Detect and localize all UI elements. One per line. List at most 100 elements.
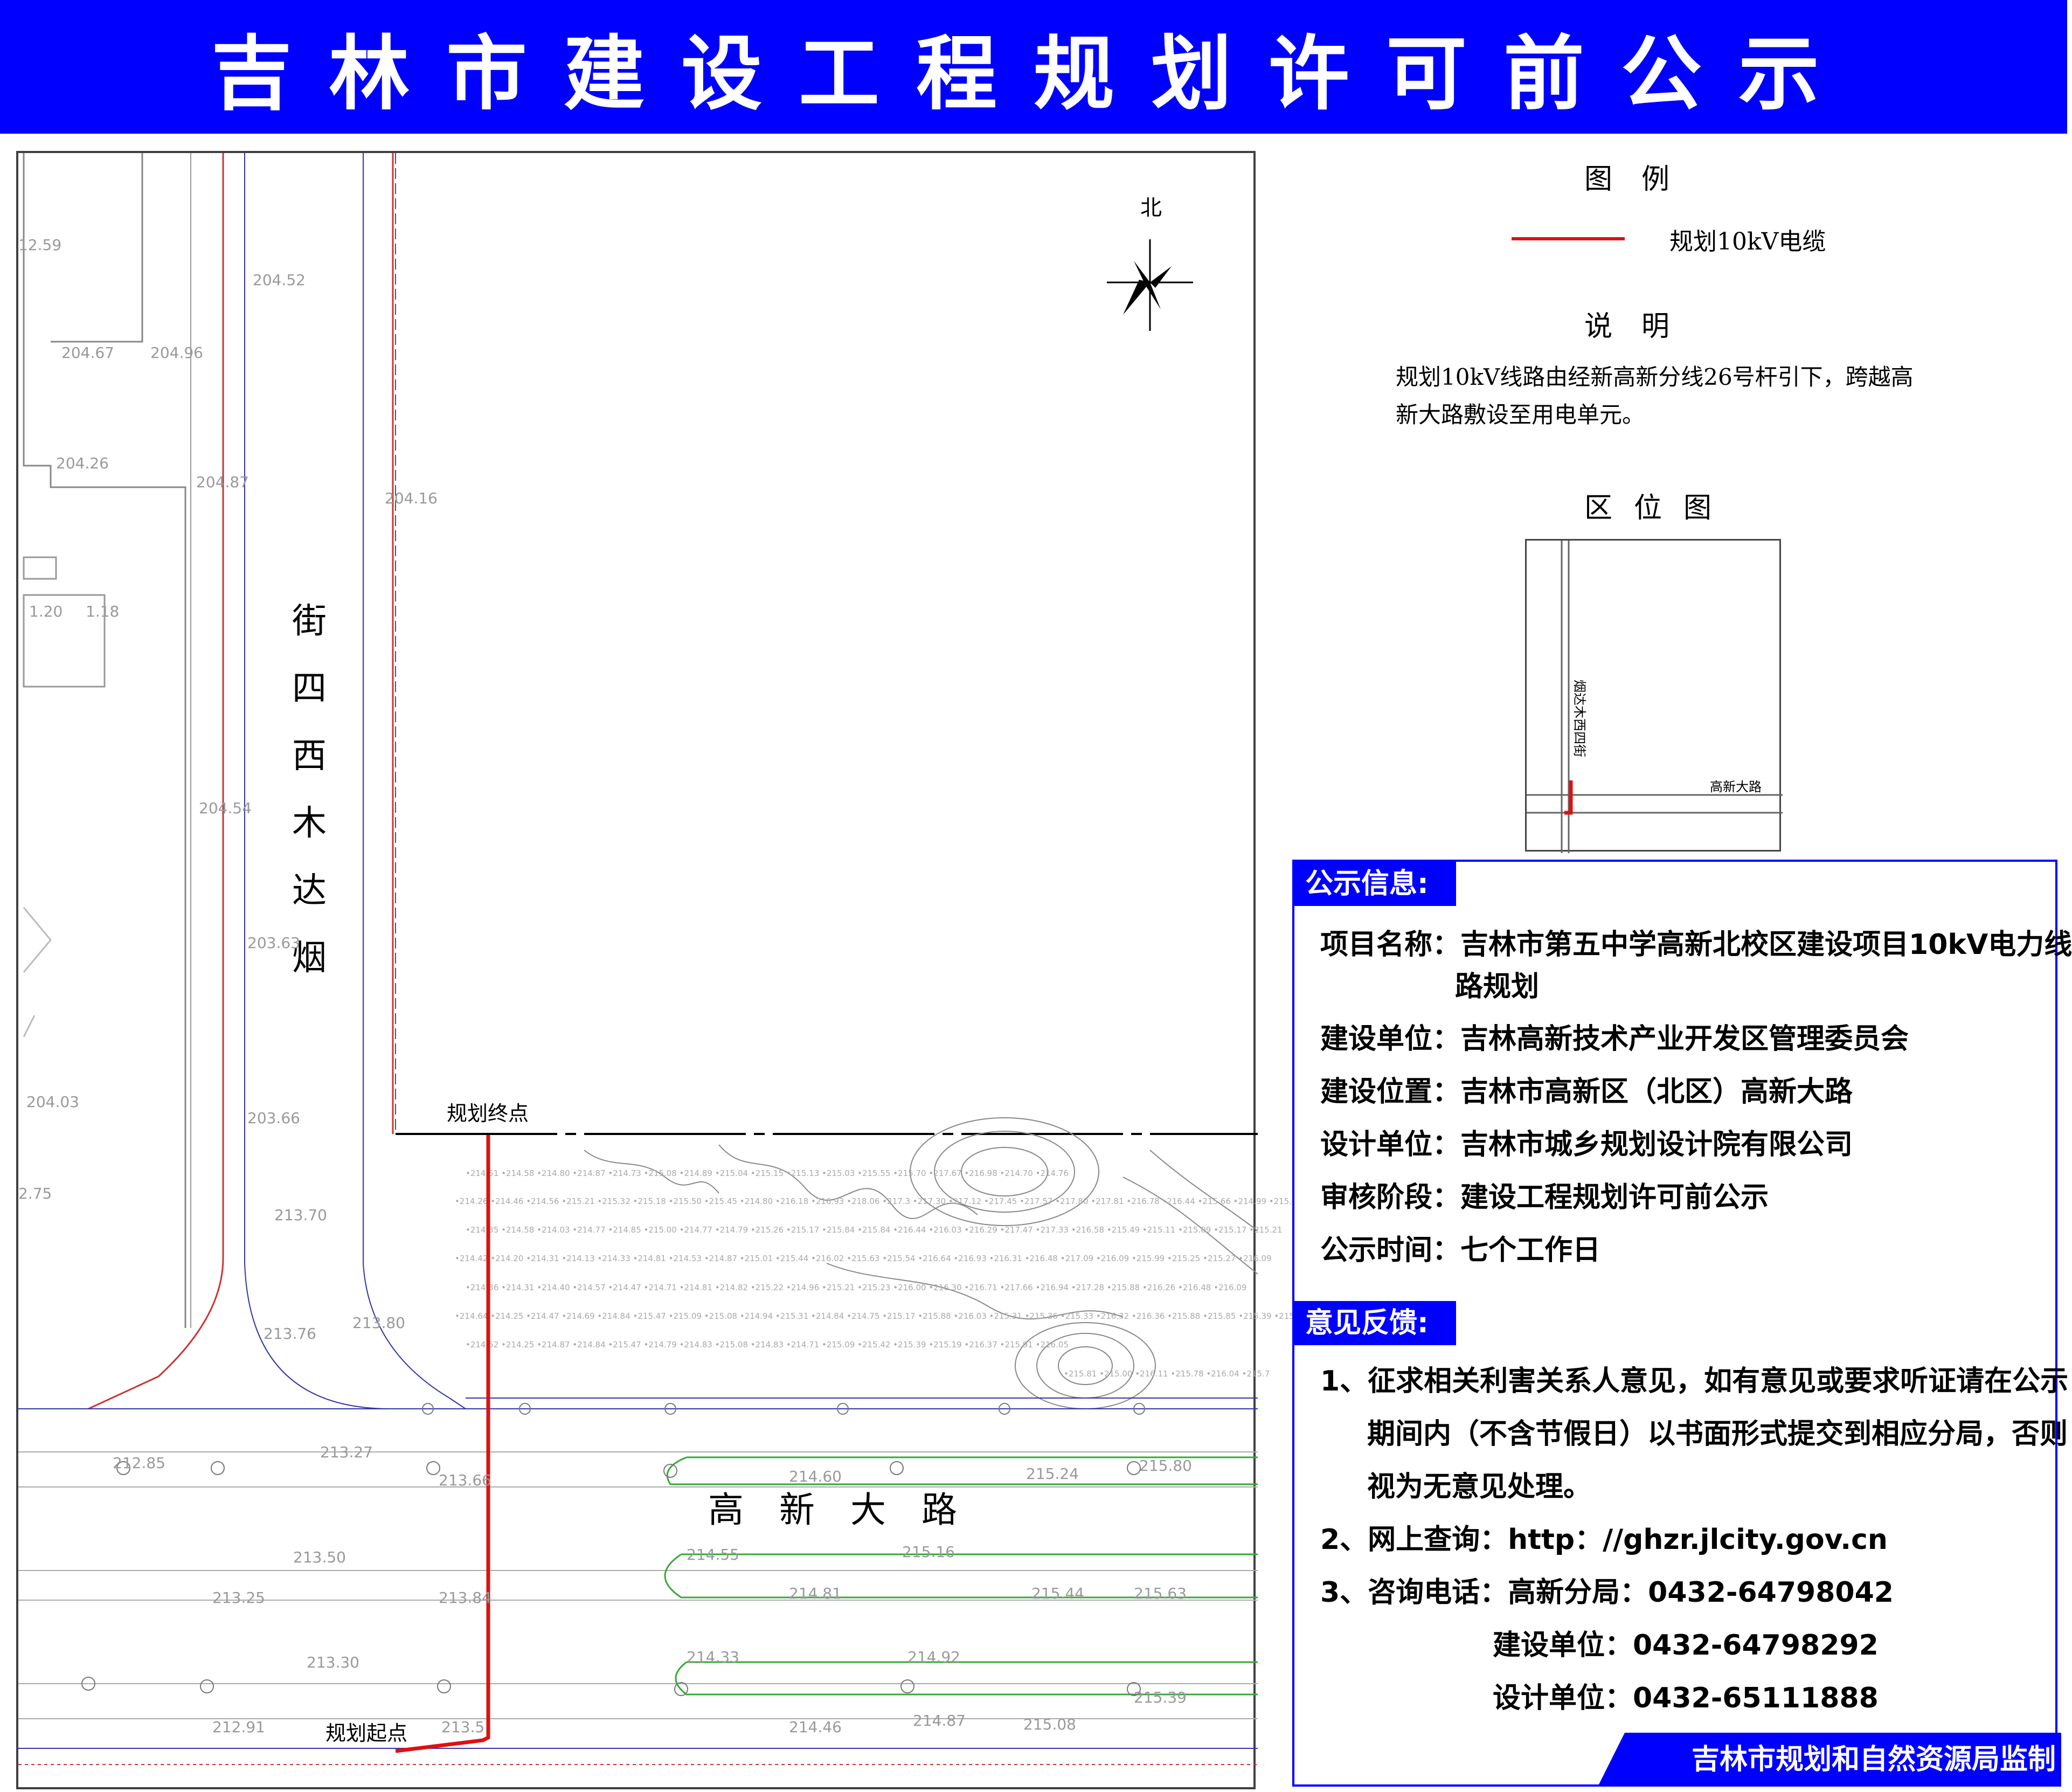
elevation: 213.25	[212, 1589, 265, 1607]
street-char-2: 达	[292, 871, 327, 911]
main-road-name: 高 新 大 路	[708, 1489, 957, 1531]
street-char-6: 街	[292, 601, 327, 641]
elevation: 203.66	[247, 1109, 300, 1127]
elevation: 213.84	[439, 1589, 491, 1607]
north-label: 北	[1140, 196, 1162, 220]
elevation: 215.08	[1023, 1715, 1076, 1733]
feedback-item-3: 3、咨询电话：高新分局：0432-64798042	[1320, 1576, 1894, 1609]
start-point-label: 规划起点	[325, 1721, 407, 1745]
notes-text: 规划10kV线路由经新高新分线26号杆引下，跨越高新大路敷设至用电单元。	[1396, 364, 1914, 428]
svg-text:•214.26 •214.46 •214.56 •215.2: •214.26 •214.46 •214.56 •215.21 •215.32 …	[455, 1196, 1373, 1206]
location-map-heading: 区位图	[1584, 492, 1734, 524]
row-key: 建设位置：	[1320, 1076, 1461, 1108]
row-key: 公示时间：	[1320, 1234, 1461, 1267]
feedback-item-1-cont: 期间内（不含节假日）以书面形式提交到相应分局，否则	[1367, 1418, 2068, 1450]
page-title: 吉林市建设工程规划许可前公示	[211, 27, 1856, 121]
main-road	[18, 1397, 1258, 1765]
feedback-tag-text: 意见反馈:	[1305, 1307, 1429, 1339]
legend-heading: 图例	[1584, 163, 1699, 196]
elevation: 213.50	[293, 1548, 346, 1566]
vertical-street	[88, 153, 466, 1410]
feedback-tag: 意见反馈:	[1294, 1301, 1456, 1345]
elevation: 215.16	[902, 1543, 955, 1561]
legend-cable-swatch	[1512, 237, 1625, 240]
elevation: 213.30	[307, 1653, 359, 1671]
elevation: 215.24	[1026, 1465, 1079, 1483]
street-char-4: 西	[292, 736, 327, 776]
elevation: 213.27	[320, 1443, 373, 1461]
location-row: 建设位置：吉林市高新区（北区）高新大路	[1320, 1071, 1853, 1113]
feedback-phone-builder: 建设单位：0432-64798292	[1493, 1629, 1879, 1662]
feedback-item-2: 2、网上查询：http：//ghzr.jlcity.gov.cn	[1320, 1524, 1888, 1556]
elevation: 1.18	[86, 603, 119, 620]
north-arrow	[1107, 239, 1193, 331]
elevation: 204.26	[56, 454, 109, 472]
elevation: 204.96	[150, 344, 203, 362]
builder-row: 建设单位：吉林高新技术产业开发区管理委员会	[1320, 1018, 1909, 1060]
survey-points: •214.51 •214.58 •214.80 •214.87 •214.73 …	[455, 1168, 1373, 1379]
inset-road-label: 高新大路	[1710, 779, 1762, 794]
elevation-readings: 12.59 204.52 204.67 204.96 204.26 204.87…	[18, 236, 1192, 1736]
row-value: 吉林市高新区（北区）高新大路	[1460, 1076, 1853, 1108]
elevation: 204.87	[196, 473, 249, 491]
elevation: 213.70	[274, 1206, 327, 1224]
elevation: 215.80	[1139, 1457, 1192, 1475]
row-value: 建设工程规划许可前公示	[1460, 1181, 1769, 1214]
vertical-street-name: 街 四 西 木 达 烟	[292, 601, 327, 978]
title-banner: 吉林市建设工程规划许可前公示	[0, 0, 2067, 134]
street-char-5: 四	[292, 669, 327, 709]
notice-info-panel: 公示信息: 项目名称：吉林市第五中学高新北校区建设项目10kV电力线 路规划 建…	[1292, 860, 2072, 1787]
elevation: 213.5	[441, 1718, 484, 1736]
supervisor-footer: 吉林市规划和自然资源局监制	[1598, 1733, 2061, 1787]
feedback-item-1-cont2: 视为无意见处理。	[1367, 1471, 1592, 1503]
elevation: 213.66	[439, 1471, 491, 1489]
elevation: 215.44	[1031, 1585, 1084, 1602]
building-outlines	[23, 153, 186, 1328]
elevation: 204.03	[26, 1093, 79, 1111]
elevation: 214.55	[687, 1546, 739, 1563]
elevation: 214.33	[687, 1648, 739, 1666]
street-char-3: 木	[292, 804, 327, 843]
site-plan-map: •214.51 •214.58 •214.80 •214.87 •214.73 …	[16, 151, 1373, 1789]
row-value: 吉林市第五中学高新北校区建设项目10kV电力线	[1460, 929, 2072, 961]
feedback-item-1: 1、征求相关利害关系人意见，如有意见或要求听证请在公示	[1320, 1365, 2069, 1397]
elevation: 204.54	[199, 799, 252, 817]
svg-text:•214.42 •214.20 •214.31 •214.1: •214.42 •214.20 •214.31 •214.13 •214.33 …	[455, 1254, 1272, 1263]
elevation: 2.75	[18, 1185, 52, 1202]
feedback-phone-designer: 设计单位：0432-65111888	[1493, 1682, 1879, 1714]
notice-period-row: 公示时间：七个工作日	[1320, 1229, 1600, 1271]
svg-text:•214.35 •214.58 •214.03 •214.7: •214.35 •214.58 •214.03 •214.77 •214.85 …	[466, 1225, 1283, 1235]
footer-shape	[1598, 1733, 2061, 1787]
street-char-1: 烟	[292, 938, 327, 978]
elevation: 203.63	[247, 934, 300, 952]
row-key: 设计单位：	[1320, 1129, 1461, 1161]
row-key: 建设单位：	[1320, 1023, 1461, 1055]
row-key: 项目名称：	[1320, 929, 1461, 961]
planned-cable-route	[395, 1135, 490, 1753]
supervisor-text: 吉林市规划和自然资源局监制	[1691, 1743, 2056, 1776]
row-value: 吉林高新技术产业开发区管理委员会	[1460, 1023, 1909, 1055]
info-tag-text: 公示信息:	[1305, 868, 1429, 900]
elevation: 12.59	[18, 236, 61, 254]
svg-text:•215.81 •215.00 •216.11 •215.7: •215.81 •215.00 •216.11 •215.78 •216.04 …	[1064, 1369, 1270, 1379]
location-inset-map: 烟达木西四街 高新大路	[1525, 539, 1783, 853]
info-tag: 公示信息:	[1294, 862, 1456, 906]
elevation: 213.76	[264, 1325, 316, 1343]
notes-heading: 说明	[1584, 310, 1699, 343]
elevation: 204.67	[61, 344, 114, 362]
contour-lines	[584, 1117, 1258, 1409]
svg-text:•214.64 •214.25 •214.47 •214.6: •214.64 •214.25 •214.47 •214.69 •214.84 …	[455, 1311, 1307, 1321]
inset-drawing: 烟达木西四街 高新大路	[1527, 541, 1783, 853]
project-name-row-cont: 路规划	[1455, 966, 1539, 1008]
svg-text:•214.36 •214.31 •214.40 •214.5: •214.36 •214.31 •214.40 •214.57 •214.47 …	[466, 1283, 1246, 1292]
inset-street-label: 烟达木西四街	[1572, 680, 1587, 757]
row-value: 吉林市城乡规划设计院有限公司	[1460, 1129, 1853, 1161]
elevation: 214.81	[789, 1585, 842, 1602]
elevation: 215.63	[1134, 1585, 1187, 1602]
end-point-label: 规划终点	[447, 1102, 529, 1125]
row-key: 审核阶段：	[1320, 1181, 1461, 1214]
row-value: 七个工作日	[1460, 1234, 1601, 1267]
elevation: 212.91	[212, 1718, 265, 1736]
elevation: 214.87	[913, 1712, 966, 1729]
elevation: 214.92	[907, 1648, 960, 1666]
